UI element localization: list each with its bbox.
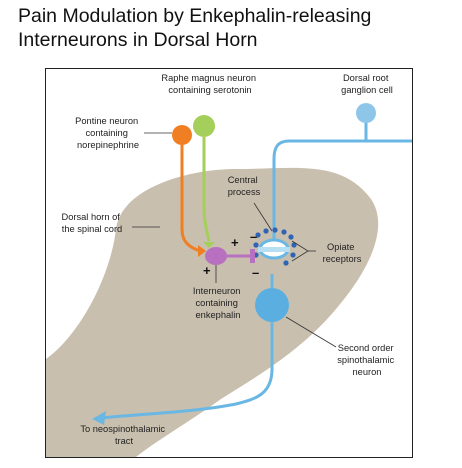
label-dorsal-horn-line-1: Dorsal horn of xyxy=(62,212,121,222)
diagram-figure: + + – – Raphe magnus neuron containing s… xyxy=(45,68,413,458)
minus-sign-bottom: – xyxy=(252,265,259,280)
label-opiate-line-1: Opiate xyxy=(327,242,354,252)
leader-central-process xyxy=(253,202,273,232)
pontine-axon xyxy=(180,145,201,253)
label-pontine-line-1: Pontine neuron xyxy=(75,116,138,126)
label-interneuron: Interneuron containing enkephalin xyxy=(193,286,243,320)
drg-axon xyxy=(272,139,412,241)
label-pontine: Pontine neuron containing norepinephrine xyxy=(75,116,141,150)
label-interneuron-line-1: Interneuron xyxy=(193,286,241,296)
plus-sign-bottom: + xyxy=(203,263,211,278)
label-interneuron-line-3: enkephalin xyxy=(196,310,241,320)
leader-lines xyxy=(132,132,337,348)
receptor-dot xyxy=(272,227,278,233)
label-raphe-line-1: Raphe magnus neuron xyxy=(161,73,256,83)
receptor-dot xyxy=(253,242,259,248)
label-raphe-line-2: containing serotonin xyxy=(168,85,251,95)
label-tract-line-1: To neospinothalamic xyxy=(80,424,165,434)
label-second-order-line-1: Second order xyxy=(338,343,394,353)
receptor-dot xyxy=(281,229,287,235)
pontine-neuron-body xyxy=(172,125,192,145)
label-interneuron-line-2: containing xyxy=(196,298,238,308)
label-pontine-line-2: containing xyxy=(86,128,128,138)
tract-arrowhead xyxy=(92,411,106,425)
receptor-dot xyxy=(291,242,297,248)
raphe-terminal xyxy=(203,242,215,248)
interneuron-body xyxy=(205,247,227,265)
label-drg-line-1: Dorsal root xyxy=(343,73,389,83)
minus-sign-top: – xyxy=(250,229,257,244)
raphe-neuron-body xyxy=(193,115,215,137)
label-tract-line-2: tract xyxy=(115,436,133,446)
label-second-order-line-3: neuron xyxy=(353,367,382,377)
diagram-svg: + + – – Raphe magnus neuron containing s… xyxy=(46,73,412,457)
label-central-process-line-1: Central xyxy=(228,175,258,185)
receptor-dot xyxy=(288,234,294,240)
receptor-dot xyxy=(263,228,269,234)
receptor-dot xyxy=(255,232,261,238)
raphe-axon xyxy=(202,137,211,242)
label-second-order: Second order spinothalamic neuron xyxy=(337,343,396,377)
receptor-dot xyxy=(283,260,289,266)
label-raphe: Raphe magnus neuron containing serotonin xyxy=(161,73,258,95)
title-line-2: Interneurons in Dorsal Horn xyxy=(18,29,258,51)
label-dorsal-horn: Dorsal horn of the spinal cord xyxy=(62,212,123,234)
synaptic-cleft xyxy=(258,247,290,252)
second-order-axon xyxy=(100,274,274,420)
interneuron-terminal xyxy=(250,249,255,263)
plus-sign-top: + xyxy=(231,235,239,250)
label-opiate-line-2: receptors xyxy=(323,254,362,264)
title-line-1: Pain Modulation by Enkephalin-releasing xyxy=(18,5,372,27)
drg-cell-body xyxy=(356,103,376,123)
label-central-process: Central process xyxy=(228,175,261,197)
label-dorsal-horn-line-2: the spinal cord xyxy=(62,224,122,234)
label-drg-line-2: ganglion cell xyxy=(341,85,393,95)
slide-title: Pain Modulation by Enkephalin-releasing … xyxy=(18,4,458,52)
label-drg: Dorsal root ganglion cell xyxy=(341,73,393,95)
second-order-neuron-body xyxy=(255,288,289,322)
leader-second-order xyxy=(285,316,337,348)
dorsal-horn-region xyxy=(46,167,379,457)
label-second-order-line-2: spinothalamic xyxy=(337,355,394,365)
label-central-process-line-2: process xyxy=(228,187,261,197)
label-pontine-line-3: norepinephrine xyxy=(77,140,139,150)
label-opiate-receptors: Opiate receptors xyxy=(323,242,362,264)
receptor-dot xyxy=(290,252,296,258)
pontine-terminal xyxy=(198,245,206,257)
label-tract: To neospinothalamic tract xyxy=(80,424,167,446)
